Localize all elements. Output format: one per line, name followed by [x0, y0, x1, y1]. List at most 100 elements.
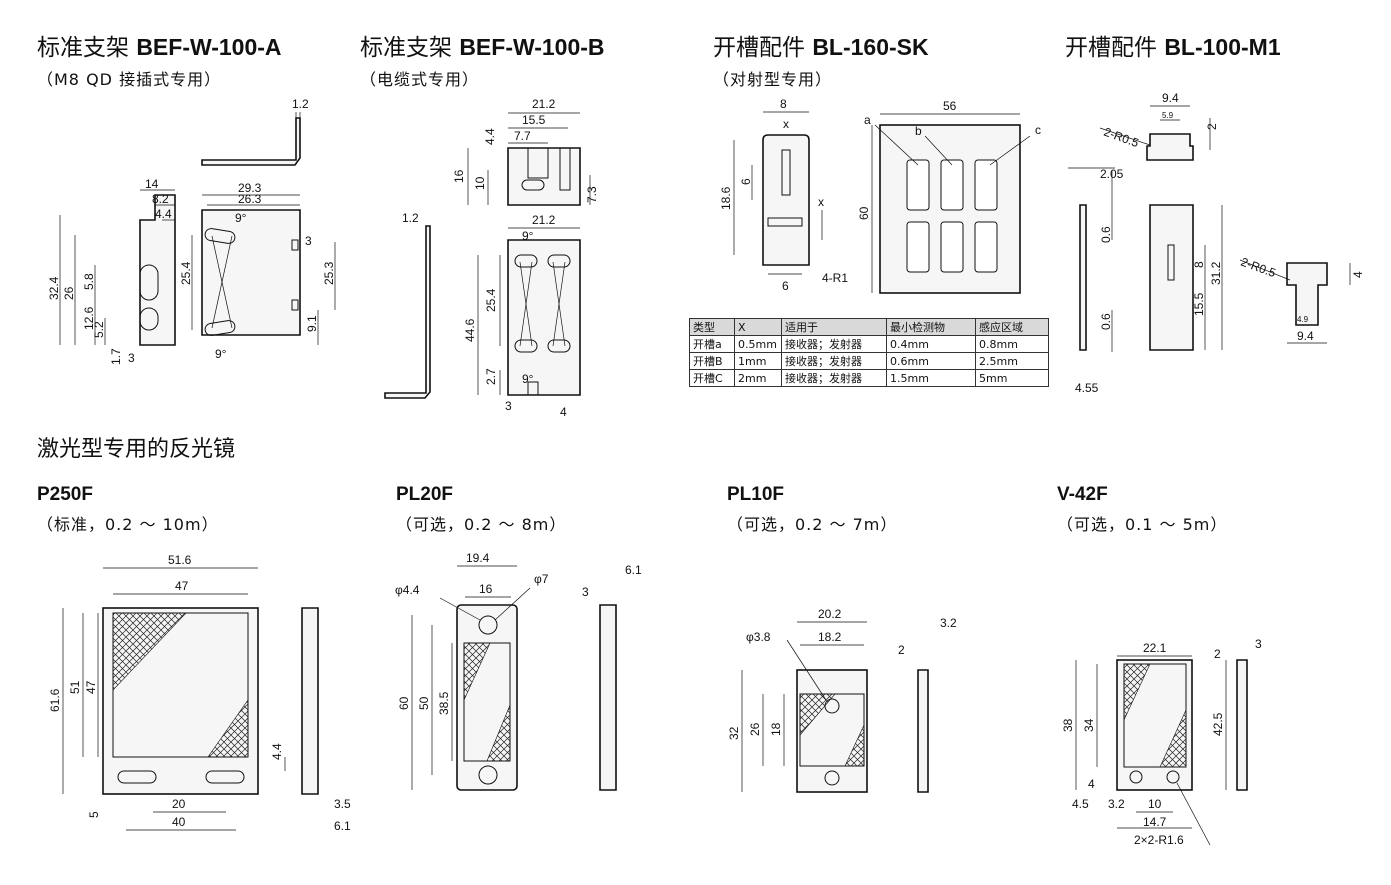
table-cell: 开槽B	[689, 352, 735, 370]
dim-label: 20	[172, 797, 186, 811]
dim-label: 4.55	[1075, 381, 1099, 395]
table-cell: 5mm	[975, 369, 1049, 387]
dim-label: 4.4	[483, 128, 497, 145]
table-header-cell: X	[734, 318, 782, 336]
v42f-side	[1236, 659, 1248, 791]
m1-top-view	[1146, 133, 1194, 161]
dim-label: a	[864, 113, 871, 127]
dim-label: 7.7	[514, 129, 531, 143]
dim-label: 60	[857, 206, 871, 220]
v42f-front	[1116, 659, 1193, 791]
dim-label: 3.5	[334, 797, 351, 811]
bracket-a-side-view	[201, 117, 301, 166]
dim-label: 10	[1148, 797, 1162, 811]
dim-label: 14.7	[1143, 815, 1167, 829]
dim-label: 5.9	[1162, 111, 1174, 120]
dim-label: 15.5	[522, 113, 546, 127]
table-cell: 开槽a	[689, 335, 735, 353]
dim-label: 1.2	[292, 97, 309, 111]
dim-label: 22.1	[1143, 641, 1167, 655]
table-cell: 2.5mm	[975, 352, 1049, 370]
pl20f-drawing: 19.4 16 φ4.4 φ7 60 50 38.5 6.1 3	[395, 551, 642, 791]
table-cell: 1mm	[734, 352, 782, 370]
dim-label: 47	[175, 579, 189, 593]
dim-label: 0.6	[1099, 226, 1113, 243]
slot-sk-title: 开槽配件 BL-160-SK	[713, 28, 929, 62]
table-cell: 0.5mm	[734, 335, 782, 353]
dim-label: 10	[473, 176, 487, 190]
table-cell: 2mm	[734, 369, 782, 387]
table-cell: 0.6mm	[886, 352, 976, 370]
table-cell: 0.8mm	[975, 335, 1049, 353]
dim-label: 15.5	[1192, 292, 1206, 316]
dim-label: 4	[1088, 777, 1095, 791]
dim-label: 25.4	[179, 261, 193, 285]
v42f-range: （可选，0.1 ～ 5m）	[1057, 515, 1228, 534]
dim-label: 2	[898, 643, 905, 657]
bracket-b-drawing: 21.2 15.5 7.7 4.4 16 10 7.3 1.2 21.2 9° …	[384, 97, 599, 419]
bracket-b-title: 标准支架 BEF-W-100-B	[360, 28, 605, 62]
pl20f-side	[599, 604, 617, 791]
pl20f-front	[456, 604, 518, 791]
p250f-model: P250F	[37, 484, 93, 505]
table-row: 开槽a 0.5mm 接收器；发射器 0.4mm 0.8mm	[689, 335, 1049, 353]
dim-label: 9°	[235, 211, 247, 225]
dim-label: 34	[1082, 718, 1096, 732]
dim-label: 56	[943, 99, 957, 113]
dim-label: 3	[128, 351, 135, 365]
sk-single-plate	[762, 134, 810, 266]
dim-label: 4.9	[1297, 315, 1309, 324]
dim-label: 5	[87, 811, 101, 818]
bracket-a-plate	[201, 209, 301, 336]
dim-label: 9°	[522, 229, 534, 243]
slot-spec-table: 类型 X 适用于 最小检测物 感应区域 开槽a 0.5mm 接收器；发射器 0.…	[689, 318, 1049, 387]
table-cell: 1.5mm	[886, 369, 976, 387]
bracket-b-title-cn: 标准支架	[360, 35, 452, 61]
table-header-cell: 感应区域	[975, 318, 1049, 336]
sk-triple-plate	[879, 124, 1021, 294]
pl10f-front	[796, 669, 868, 793]
table-row: 开槽C 2mm 接收器；发射器 1.5mm 5mm	[689, 369, 1049, 387]
p250f-front	[102, 607, 259, 795]
dim-label: 47	[84, 680, 98, 694]
dim-label: 4-R1	[822, 271, 848, 285]
dim-label: 44.6	[463, 318, 477, 342]
p250f-side	[301, 607, 319, 795]
slot-sk-title-cn: 开槽配件	[713, 35, 805, 61]
bracket-a-title: 标准支架 BEF-W-100-A	[37, 28, 282, 62]
dim-label: 0.6	[1099, 313, 1113, 330]
dim-label: 42.5	[1211, 712, 1225, 736]
dim-label: 38	[1061, 718, 1075, 732]
bracket-b-subtitle: （电缆式专用）	[360, 70, 480, 89]
p250f-range: （标准，0.2 ～ 10m）	[37, 515, 219, 534]
v42f-model: V-42F	[1057, 484, 1108, 505]
pl20f-range: （可选，0.2 ～ 8m）	[396, 515, 567, 534]
dim-label: φ7	[534, 572, 549, 586]
dim-label: 26	[748, 722, 762, 736]
table-cell: 0.4mm	[886, 335, 976, 353]
slot-m1-model: BL-100-M1	[1164, 34, 1281, 60]
dim-label: 21.2	[532, 213, 556, 227]
dim-label: 6	[739, 178, 753, 185]
bracket-b-side-view	[384, 225, 431, 399]
dim-label: 18	[769, 722, 783, 736]
section-laser-title: 激光型专用的反光镜	[37, 437, 236, 462]
dim-label: 21.2	[532, 97, 556, 111]
slot-sk-model: BL-160-SK	[812, 34, 929, 60]
dim-label: 7.3	[585, 186, 599, 203]
bracket-a-front	[139, 194, 176, 346]
dim-label: 31.2	[1209, 261, 1223, 285]
dim-label: 20.2	[818, 607, 842, 621]
dim-label: 9.4	[1297, 329, 1314, 343]
table-cell: 接收器；发射器	[781, 369, 887, 387]
bracket-a-drawing: 1.2 14 8.2 4.4 29.3 26.3 9° 32.4 26 5.8 …	[47, 97, 336, 365]
dim-label: 51.6	[168, 553, 192, 567]
dim-label: c	[1035, 123, 1041, 137]
dim-label: 3	[582, 585, 589, 599]
bracket-a-subtitle: （M8 QD 接插式专用）	[37, 70, 222, 89]
dim-label: 2-R0.5	[1102, 125, 1141, 151]
dim-label: 50	[417, 696, 431, 710]
dim-label: 3	[1255, 637, 1262, 651]
table-cell: 接收器；发射器	[781, 335, 887, 353]
m1-side-view	[1079, 204, 1087, 351]
